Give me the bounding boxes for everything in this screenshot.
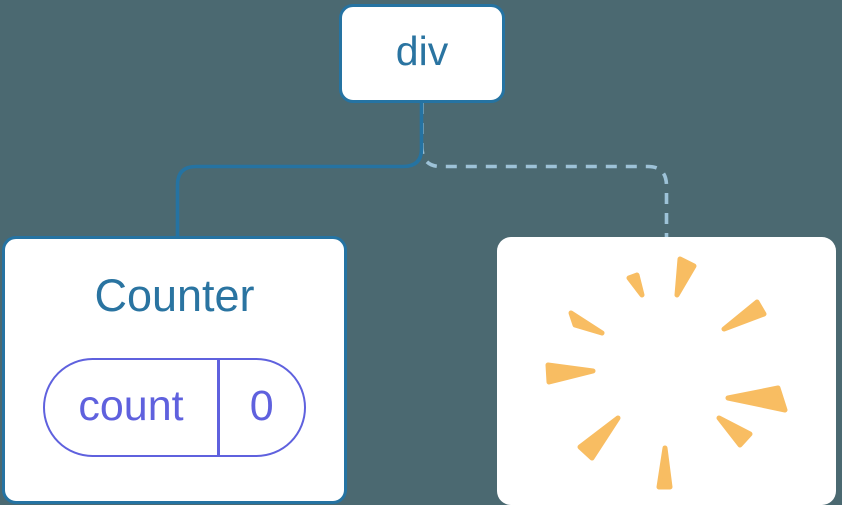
dashed-connector-line	[420, 103, 669, 238]
counter-node-title: Counter	[94, 270, 255, 321]
state-key-label: count	[78, 382, 184, 430]
counter-node: Counter count 0	[2, 236, 347, 504]
removed-node	[497, 237, 836, 505]
state-value-label: 0	[249, 382, 274, 430]
poof-starburst-icon	[545, 256, 788, 490]
root-node-label: div	[395, 28, 449, 74]
state-pill: count 0	[43, 358, 306, 457]
state-pill-divider	[217, 360, 220, 455]
solid-connector-line	[175, 101, 424, 238]
root-node-div: div	[339, 4, 505, 103]
